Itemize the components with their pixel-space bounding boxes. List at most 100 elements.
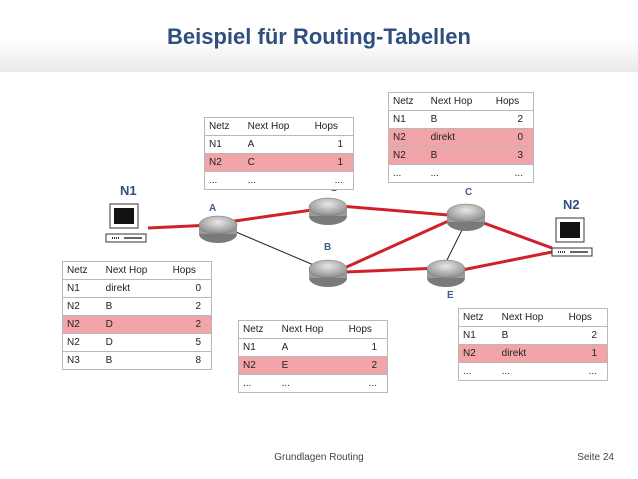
table-row-highlighted: N2 direkt 0 bbox=[388, 128, 534, 147]
table-row: N1 B 2 bbox=[458, 326, 608, 345]
cell-netz: N1 bbox=[388, 110, 427, 129]
router-e bbox=[426, 259, 466, 287]
cell-hops: 0 bbox=[491, 128, 534, 147]
cell-netz: N2 bbox=[204, 153, 244, 172]
network-label-n2: N2 bbox=[563, 197, 580, 212]
cell-next-hop: ... bbox=[426, 164, 492, 183]
cell-hops: ... bbox=[344, 374, 388, 393]
table-row: N1 A 1 bbox=[238, 338, 388, 357]
host-n2-icon bbox=[551, 217, 593, 257]
routing-table-c: Netz Next Hop Hops N1 B 2 N2 direkt 0 N2… bbox=[388, 92, 534, 183]
cell-next-hop: ... bbox=[243, 171, 311, 190]
cell-next-hop: ... bbox=[277, 374, 345, 393]
cell-netz: N1 bbox=[204, 135, 244, 154]
table-row-highlighted: N2 B 3 bbox=[388, 146, 534, 165]
link-b-c bbox=[339, 216, 456, 272]
col-header-netz: Netz bbox=[458, 308, 498, 327]
cell-hops: 8 bbox=[168, 351, 212, 370]
cell-netz: N2 bbox=[62, 333, 102, 352]
slide-header bbox=[0, 0, 638, 72]
cell-next-hop: B bbox=[426, 146, 492, 165]
cell-netz: ... bbox=[458, 362, 498, 381]
col-header-netz: Netz bbox=[62, 261, 102, 280]
cell-hops: 2 bbox=[168, 297, 212, 316]
table-header-row: Netz Next Hop Hops bbox=[388, 92, 534, 111]
router-label-a: A bbox=[209, 203, 217, 214]
cell-netz: N1 bbox=[62, 279, 102, 298]
table-row: N1 A 1 bbox=[204, 135, 354, 154]
link-a-b bbox=[235, 231, 317, 267]
cell-next-hop: B bbox=[426, 110, 492, 129]
col-header-next-hop: Next Hop bbox=[497, 308, 565, 327]
col-header-next-hop: Next Hop bbox=[243, 117, 311, 136]
slide-title: Beispiel für Routing-Tabellen bbox=[167, 24, 471, 49]
table-row: N2 D 5 bbox=[62, 333, 212, 352]
table-row: ... ... ... bbox=[458, 362, 608, 381]
col-header-next-hop: Next Hop bbox=[426, 92, 492, 111]
cell-next-hop: E bbox=[277, 356, 345, 375]
router-label-b: B bbox=[324, 242, 332, 253]
routing-table-a: Netz Next Hop Hops N1 direkt 0 N2 B 2 N2… bbox=[62, 261, 212, 370]
link-e-n2 bbox=[451, 250, 553, 274]
routing-table-b: Netz Next Hop Hops N1 A 1 N2 E 2 ... ...… bbox=[238, 320, 388, 393]
cell-hops: 1 bbox=[310, 153, 354, 172]
footer-course-title: Grundlagen Routing bbox=[274, 452, 364, 463]
col-header-netz: Netz bbox=[388, 92, 427, 111]
cell-netz: N2 bbox=[458, 344, 498, 363]
host-n1-icon bbox=[105, 203, 147, 243]
cell-hops: 3 bbox=[491, 146, 534, 165]
cell-hops: ... bbox=[564, 362, 608, 381]
table-row: N1 B 2 bbox=[388, 110, 534, 129]
router-label-e: E bbox=[447, 290, 454, 301]
router-c bbox=[446, 203, 486, 231]
table-header-row: Netz Next Hop Hops bbox=[204, 117, 354, 136]
table-row: ... ... ... bbox=[238, 374, 388, 393]
cell-hops: 1 bbox=[564, 344, 608, 363]
cell-hops: ... bbox=[310, 171, 354, 190]
cell-netz: N2 bbox=[62, 297, 102, 316]
cell-hops: 1 bbox=[344, 338, 388, 357]
cell-next-hop: ... bbox=[497, 362, 565, 381]
col-header-netz: Netz bbox=[204, 117, 244, 136]
table-header-row: Netz Next Hop Hops bbox=[458, 308, 608, 327]
cell-next-hop: direkt bbox=[426, 128, 492, 147]
cell-netz: N2 bbox=[62, 315, 102, 334]
table-row: ... ... ... bbox=[388, 164, 534, 183]
cell-netz: N2 bbox=[388, 128, 427, 147]
cell-netz: N3 bbox=[62, 351, 102, 370]
table-row-highlighted: N2 D 2 bbox=[62, 315, 212, 334]
cell-next-hop: B bbox=[101, 297, 169, 316]
table-header-row: Netz Next Hop Hops bbox=[238, 320, 388, 339]
table-row: N3 B 8 bbox=[62, 351, 212, 370]
table-header-row: Netz Next Hop Hops bbox=[62, 261, 212, 280]
col-header-next-hop: Next Hop bbox=[277, 320, 345, 339]
cell-netz: N2 bbox=[238, 356, 278, 375]
cell-hops: 5 bbox=[168, 333, 212, 352]
cell-hops: 2 bbox=[564, 326, 608, 345]
cell-hops: 2 bbox=[491, 110, 534, 129]
cell-netz: ... bbox=[204, 171, 244, 190]
cell-netz: N1 bbox=[458, 326, 498, 345]
cell-hops: 1 bbox=[310, 135, 354, 154]
routing-table-d: Netz Next Hop Hops N1 A 1 N2 C 1 ... ...… bbox=[204, 117, 354, 190]
cell-hops: 2 bbox=[168, 315, 212, 334]
cell-next-hop: direkt bbox=[101, 279, 169, 298]
table-row-highlighted: N2 E 2 bbox=[238, 356, 388, 375]
footer-page-number: Seite 24 bbox=[577, 452, 614, 463]
col-header-hops: Hops bbox=[344, 320, 388, 339]
cell-netz: N2 bbox=[388, 146, 427, 165]
router-b bbox=[308, 259, 348, 287]
cell-next-hop: C bbox=[243, 153, 311, 172]
table-row: N1 direkt 0 bbox=[62, 279, 212, 298]
cell-netz: N1 bbox=[238, 338, 278, 357]
cell-netz: ... bbox=[388, 164, 427, 183]
col-header-next-hop: Next Hop bbox=[101, 261, 169, 280]
router-label-c: C bbox=[465, 187, 473, 198]
cell-next-hop: B bbox=[497, 326, 565, 345]
link-d-c bbox=[339, 204, 461, 218]
router-d bbox=[308, 197, 348, 225]
cell-next-hop: D bbox=[101, 333, 169, 352]
col-header-netz: Netz bbox=[238, 320, 278, 339]
routing-table-e: Netz Next Hop Hops N1 B 2 N2 direkt 1 ..… bbox=[458, 308, 608, 381]
